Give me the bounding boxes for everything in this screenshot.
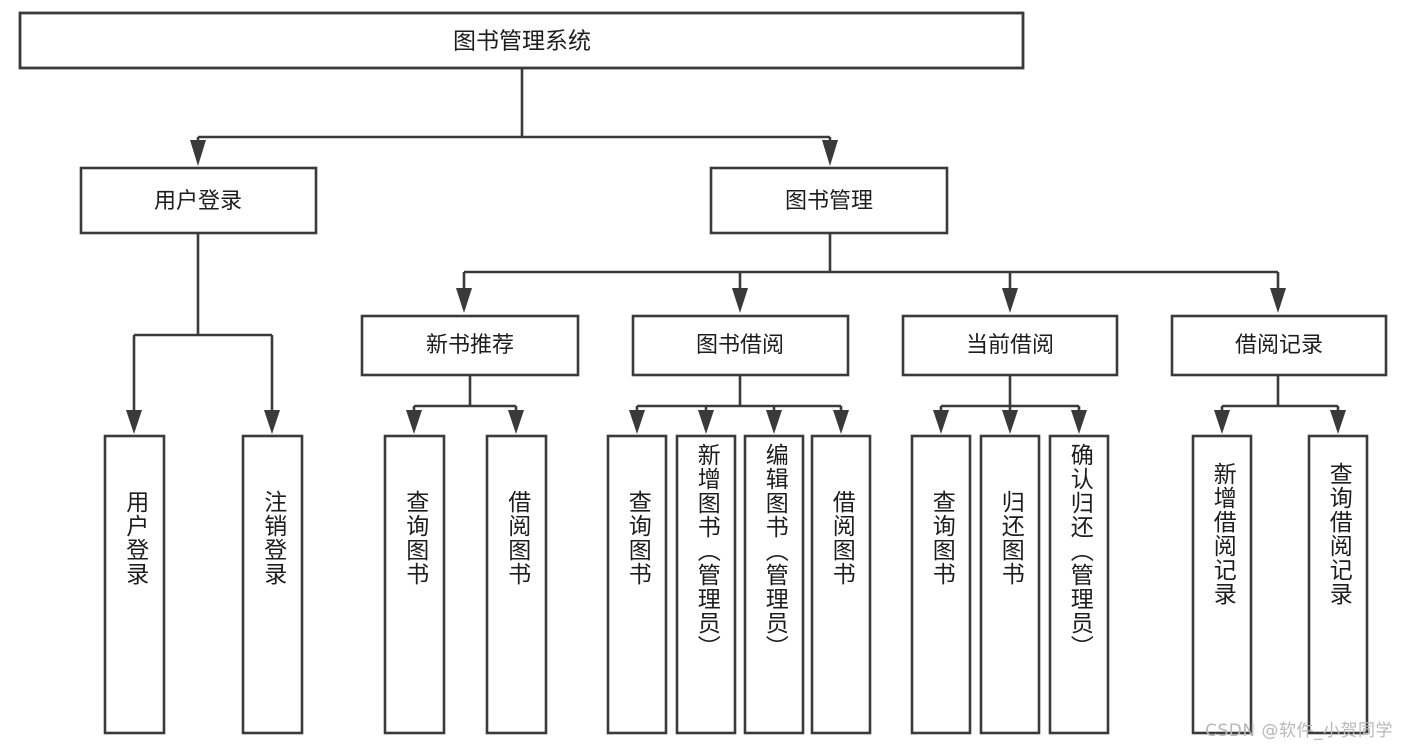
- node-current-borrow-label: 当前借阅: [966, 333, 1054, 358]
- leaf-boxes-user-login: [103, 434, 304, 735]
- arrow-head-nbr-leaf-1: [406, 410, 422, 434]
- leaf-boxes-current-borrow: [910, 434, 1110, 735]
- node-root-box[interactable]: [18, 11, 1025, 70]
- arrow-head-cb-leaf-2: [1002, 410, 1018, 434]
- arrow-head-cb-leaf-3: [1071, 410, 1087, 434]
- node-new-book-recommend-box[interactable]: [360, 314, 580, 377]
- connectors-new-book-recommend-to-leaves: [406, 375, 524, 434]
- leaf-box-bb-1[interactable]: [606, 434, 668, 735]
- leaf-box-br-1[interactable]: [1191, 434, 1253, 735]
- leaf-box-cb-1[interactable]: [910, 434, 972, 735]
- node-borrow-record-box[interactable]: [1170, 314, 1388, 377]
- leaf-box-bb-3[interactable]: [743, 434, 805, 735]
- connectors-root-to-level2: [190, 68, 838, 166]
- leaf-boxes-new-book-recommend: [383, 434, 548, 735]
- node-current-borrow-box[interactable]: [901, 314, 1119, 377]
- node-new-book-recommend[interactable]: 新书推荐: [360, 314, 580, 377]
- connectors-borrow-record-to-leaves: [1214, 375, 1346, 434]
- node-book-manage[interactable]: 图书管理: [709, 166, 949, 235]
- node-root[interactable]: 图书管理系统: [18, 11, 1025, 70]
- arrow-head-user-login: [190, 140, 206, 166]
- arrow-head-bb-leaf-4: [833, 410, 849, 434]
- leaf-box-bb-2[interactable]: [675, 434, 737, 735]
- connectors-current-borrow-to-leaves: [933, 375, 1087, 434]
- arrow-head-new-book-recommend: [456, 288, 472, 313]
- arrow-head-br-leaf-2: [1330, 410, 1346, 434]
- leaf-boxes-borrow-record: [1191, 434, 1369, 735]
- arrow-head-nbr-leaf-2: [508, 410, 524, 434]
- node-root-label: 图书管理系统: [453, 29, 591, 55]
- connectors-book-manage-to-level3: [456, 233, 1286, 313]
- connectors-book-borrow-to-leaves: [629, 375, 849, 434]
- leaf-box-br-2[interactable]: [1307, 434, 1369, 735]
- csdn-watermark: CSDN @软件_小贺同学: [1205, 721, 1393, 741]
- leaf-box-nbr-1[interactable]: [383, 434, 446, 735]
- arrow-head-bb-leaf-2: [698, 410, 714, 434]
- node-user-login-label: 用户登录: [154, 189, 242, 214]
- arrow-head-br-leaf-1: [1214, 410, 1230, 434]
- node-book-borrow-box[interactable]: [631, 314, 850, 377]
- node-borrow-record[interactable]: 借阅记录: [1170, 314, 1388, 377]
- leaf-box-bb-4[interactable]: [810, 434, 872, 735]
- node-book-borrow-label: 图书借阅: [696, 333, 784, 358]
- node-new-book-recommend-label: 新书推荐: [426, 333, 514, 358]
- node-borrow-record-label: 借阅记录: [1235, 333, 1323, 358]
- arrow-head-borrow-record: [1270, 288, 1286, 313]
- arrow-head-bb-leaf-3: [766, 410, 782, 434]
- arrow-head-book-manage: [822, 140, 838, 166]
- node-book-manage-box[interactable]: [709, 166, 949, 235]
- arrow-head-leaf-user-login: [126, 410, 142, 434]
- arrow-head-book-borrow: [732, 288, 748, 313]
- leaf-box-user-login-1[interactable]: [103, 434, 166, 735]
- node-current-borrow[interactable]: 当前借阅: [901, 314, 1119, 377]
- node-user-login[interactable]: 用户登录: [79, 166, 318, 235]
- leaf-box-user-login-2[interactable]: [241, 434, 304, 735]
- node-book-manage-label: 图书管理: [785, 189, 873, 214]
- node-user-login-box[interactable]: [79, 166, 318, 235]
- arrow-head-bb-leaf-1: [629, 410, 645, 434]
- leaf-box-cb-3[interactable]: [1048, 434, 1110, 735]
- node-book-borrow[interactable]: 图书借阅: [631, 314, 850, 377]
- arrow-head-cb-leaf-1: [933, 410, 949, 434]
- connectors-user-login-to-leaves: [126, 233, 280, 434]
- leaf-box-nbr-2[interactable]: [485, 434, 548, 735]
- leaf-box-cb-2[interactable]: [979, 434, 1041, 735]
- leaf-boxes-book-borrow: [606, 434, 872, 735]
- arrow-head-current-borrow: [1002, 288, 1018, 313]
- arrow-head-leaf-logout: [264, 410, 280, 434]
